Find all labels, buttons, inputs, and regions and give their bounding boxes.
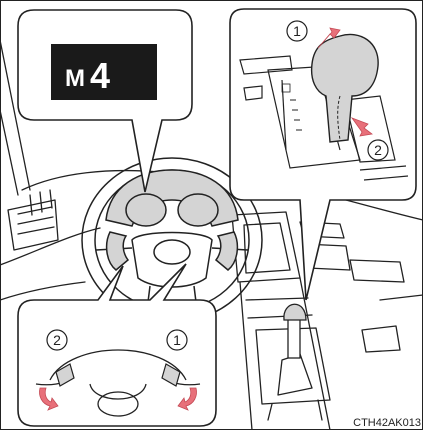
callout-number-upshift-paddle: 1 xyxy=(173,332,181,348)
callout-number-upshift: 1 xyxy=(293,23,301,39)
gear-mode-letter: M xyxy=(65,65,85,92)
callout-number-downshift-paddle: 2 xyxy=(53,332,61,348)
image-code: CTH42AK013 xyxy=(353,417,421,429)
gear-number: 4 xyxy=(90,55,110,96)
callout-number-downshift: 2 xyxy=(374,142,382,158)
gauge-left xyxy=(126,194,166,226)
gauge-right xyxy=(178,194,218,226)
